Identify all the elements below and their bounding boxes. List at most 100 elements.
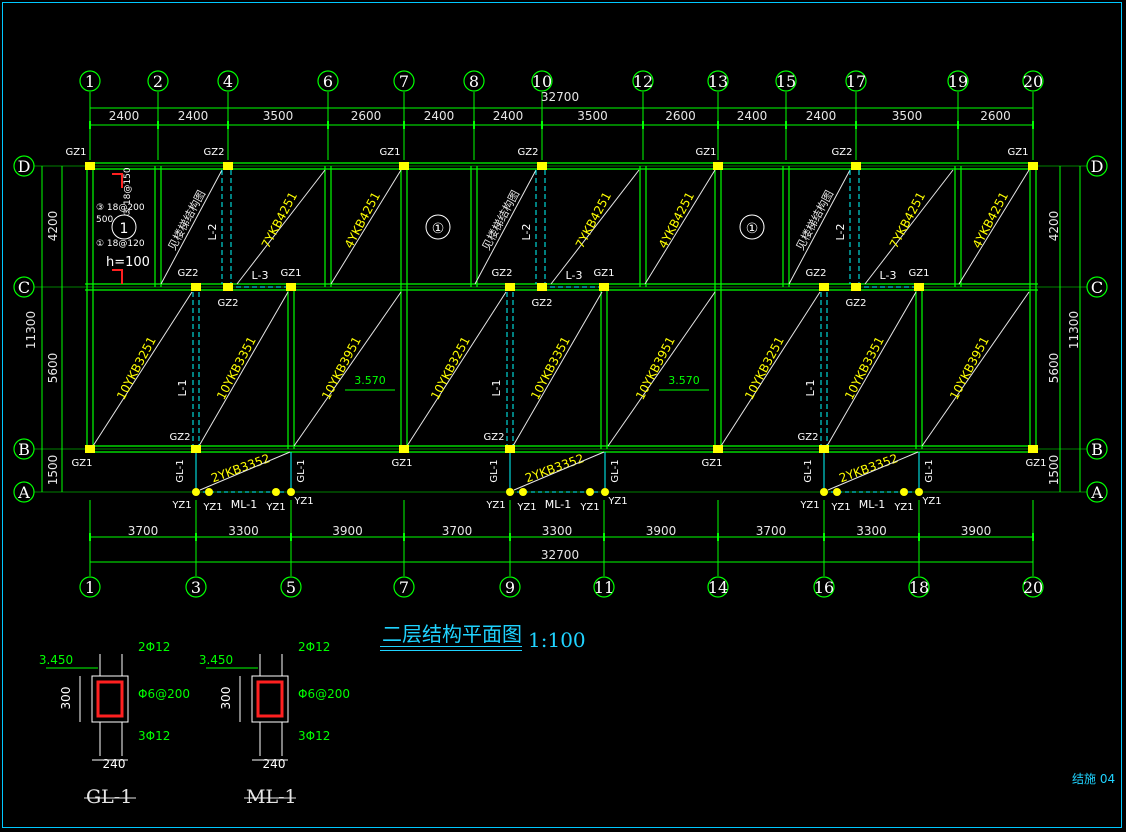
room-tag-circle [739, 214, 765, 240]
stair-rebar-1: ③ 18@200 [96, 203, 145, 213]
bottom-axis-3-circle [185, 576, 207, 598]
detail-gl-stirrup-shape [96, 680, 124, 718]
bottom-axis-14-circle [707, 576, 729, 598]
gz-label: GZ2 [178, 268, 199, 279]
top-dim: 3500 [892, 109, 923, 123]
gz-marker [505, 283, 515, 291]
detail-gl-bot-bar: 3Φ12 [138, 729, 170, 743]
gz-marker [223, 162, 233, 170]
stair-rebar-3: 500 [96, 215, 113, 225]
gz-marker [1028, 162, 1038, 170]
yz-label: YZ1 [265, 502, 285, 513]
slab-label-bottom: 2YKB3352 [209, 451, 272, 485]
yz-post [519, 488, 527, 496]
beam-l3-label: L-3 [566, 269, 583, 282]
slab-diagonal [474, 169, 537, 285]
bottom-axis-16: 16 [814, 578, 834, 597]
beam-l3-label: L-3 [252, 269, 269, 282]
detail-gl-width: 240 [103, 757, 126, 771]
left-dim: 4200 [46, 211, 60, 242]
gz-label: GZ1 [1008, 147, 1029, 158]
gz-label: GZ1 [594, 268, 615, 279]
bottom-axis-14: 14 [708, 578, 728, 597]
top-axis-1-circle [79, 70, 101, 92]
row-axis-right-C: C [1091, 278, 1103, 297]
detail-ml-bot-bar: 3Φ12 [298, 729, 330, 743]
elev-3570: 3.570 [668, 374, 700, 387]
yz-post [287, 488, 295, 496]
left-total-dim: 11300 [24, 311, 38, 349]
yz-post [586, 488, 594, 496]
top-dim: 2600 [351, 109, 382, 123]
gz-marker [505, 445, 515, 453]
gz-label: GZ1 [380, 147, 401, 158]
gl-label-right: GL-1 [296, 459, 307, 482]
top-axis-20-circle [1022, 70, 1044, 92]
drawing-title: 二层结构平面图 [382, 622, 522, 646]
slab-diagonal [720, 291, 821, 447]
yz-post [192, 488, 200, 496]
beam-l2-label: L-2 [206, 224, 219, 241]
slab-label-upper-a: 7YKB4251 [573, 190, 614, 251]
yz-post [900, 488, 908, 496]
top-axis-1: 1 [85, 72, 95, 91]
slab-diagonal [330, 169, 402, 285]
gz-label: GZ2 [204, 147, 225, 158]
slab-label-upper-b: 4YKB4251 [970, 190, 1011, 251]
gz-marker [819, 445, 829, 453]
bottom-axis-11: 11 [594, 578, 614, 597]
row-axis-left-C: C [18, 278, 30, 297]
ml-label: ML-1 [231, 498, 257, 511]
top-dim: 2600 [665, 109, 696, 123]
detail-gl-height: 300 [59, 687, 73, 710]
detail-gl-stirrup: Φ6@200 [138, 687, 190, 701]
slab-label-stair: 见楼梯结构图 [165, 188, 208, 253]
top-dim: 2400 [109, 109, 140, 123]
bottom-dim: 3700 [756, 524, 787, 538]
top-dim: 2400 [493, 109, 524, 123]
detail-gl-top-bar: 2Φ12 [138, 640, 170, 654]
bottom-dim: 3900 [332, 524, 363, 538]
top-axis-10: 10 [532, 72, 552, 91]
bottom-axis-1-circle [79, 576, 101, 598]
yz-post [272, 488, 280, 496]
gz-label: GZ2 [846, 298, 867, 309]
bottom-axis-11-circle [593, 576, 615, 598]
stair-rebar-2: ③ 18@150 [123, 167, 133, 216]
gz-label: GZ1 [66, 147, 87, 158]
beam-l2-label: L-2 [520, 224, 533, 241]
row-axis-right-A: A [1090, 483, 1103, 502]
yz-label: YZ1 [579, 502, 599, 513]
yz-label: YZ1 [799, 500, 819, 511]
slab-diagonal [607, 291, 716, 447]
gz-marker [286, 283, 296, 291]
right-total-dim: 11300 [1067, 311, 1081, 349]
bottom-axis-5-circle [280, 576, 302, 598]
stair-thickness: h=100 [106, 255, 150, 270]
detail-ml-elev: 3.450 [199, 653, 233, 667]
slab-label-lower-b: 10YKB3351 [214, 334, 259, 402]
top-axis-8: 8 [469, 72, 479, 91]
room-tag: ① [432, 221, 445, 237]
slab-diagonal [827, 451, 919, 491]
bottom-dim: 3700 [442, 524, 473, 538]
gl-label-left: GL-1 [803, 459, 814, 482]
detail-gl-name: GL-1 [86, 786, 133, 808]
bottom-total-dim: 32700 [541, 548, 579, 562]
top-axis-13: 13 [708, 72, 728, 91]
beam-l1-label: L-1 [176, 380, 189, 397]
gz-label: GZ2 [218, 298, 239, 309]
slab-label-lower-a: 10YKB3251 [114, 334, 159, 402]
slab-diagonal [236, 169, 326, 285]
slab-diagonal [550, 169, 640, 285]
gz-label: GZ1 [281, 268, 302, 279]
detail-gl-elev: 3.450 [39, 653, 73, 667]
bottom-axis-5: 5 [286, 578, 296, 597]
stair-rebar-4: ① 18@120 [96, 239, 145, 249]
top-dim: 2600 [980, 109, 1011, 123]
detail-ml-stirrup-shape [256, 680, 284, 718]
bottom-dim: 3700 [128, 524, 159, 538]
slab-diagonal [199, 451, 291, 491]
